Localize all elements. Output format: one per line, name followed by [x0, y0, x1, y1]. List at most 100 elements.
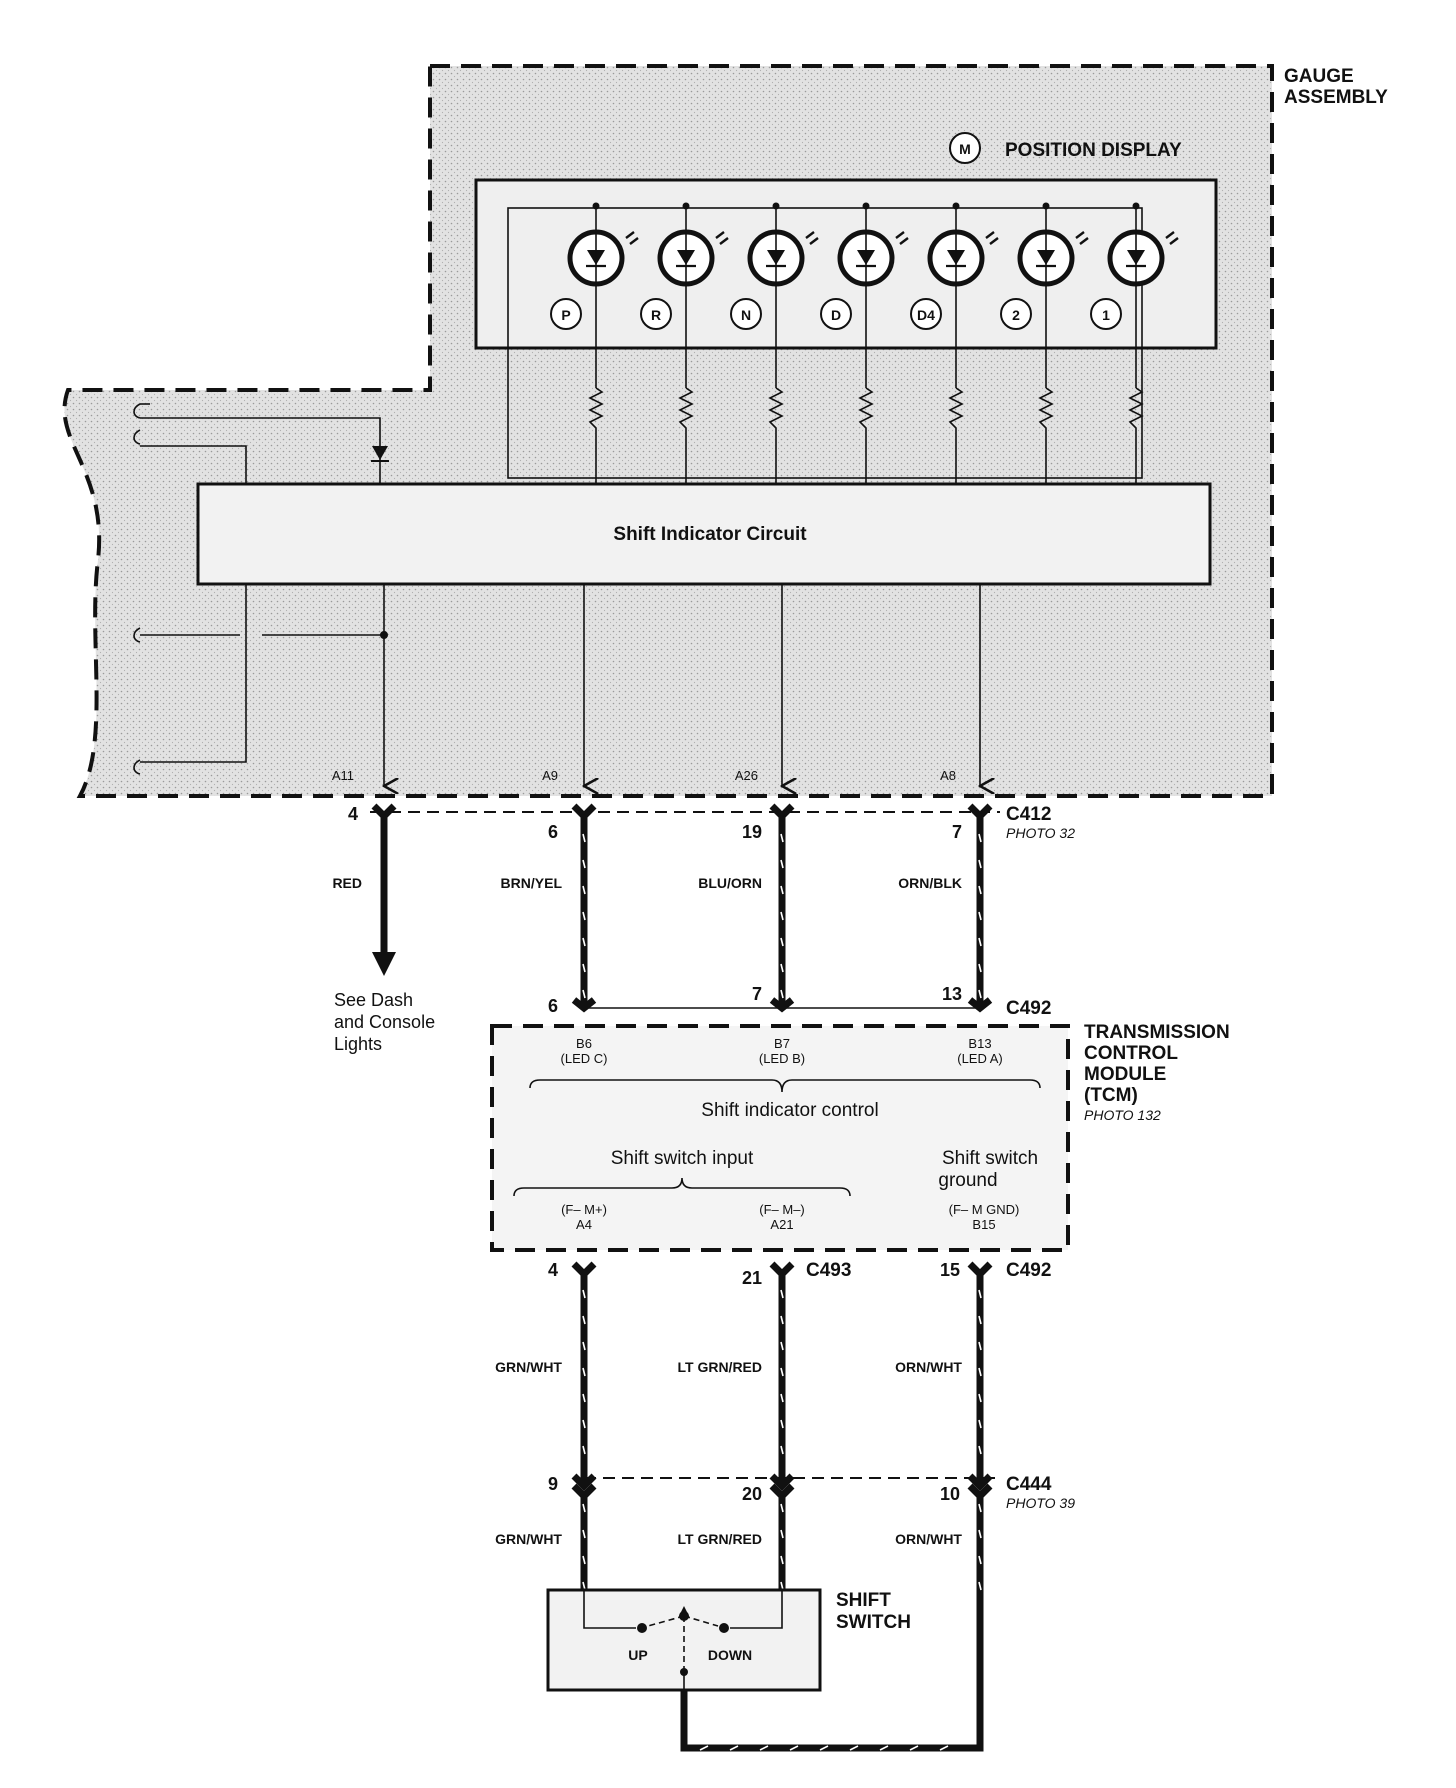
c412-pin-19: 19 — [742, 822, 762, 842]
tcm-photo: PHOTO 132 — [1084, 1107, 1161, 1123]
tcm-pin-a21: A21 — [770, 1217, 793, 1232]
led-label-1 — [1090, 298, 1122, 330]
wire-label-grn-wht-lower: GRN/WHT — [495, 1531, 562, 1547]
wire-stripe-marks-lower — [582, 1503, 982, 1751]
svg-text:M: M — [959, 141, 971, 157]
led-label-d4 — [910, 298, 942, 330]
wire-stripe-marks — [582, 833, 982, 999]
led-group: P R N D D4 2 1 — [550, 202, 1179, 484]
indicator-brace — [529, 1079, 1041, 1093]
red-wire-arrow — [372, 952, 396, 976]
c493-pin-4: 4 — [548, 1260, 558, 1280]
c444-label: C444 — [1006, 1474, 1052, 1495]
c493-label: C493 — [806, 1260, 851, 1281]
svg-text:R: R — [651, 307, 661, 323]
gauge-title-line1: GAUGE — [1284, 66, 1354, 87]
see-dash-line2: and Console — [334, 1012, 435, 1032]
resistor-icon — [678, 387, 694, 484]
tcm-pin-b13-note: (LED A) — [957, 1051, 1003, 1066]
wire-label-orn-wht-lower: ORN/WHT — [895, 1531, 962, 1547]
switch-input-brace — [513, 1177, 851, 1197]
gauge-pin-a26: A26 — [735, 768, 758, 783]
tcm-box — [490, 1024, 1070, 1252]
diode-icon — [371, 446, 389, 462]
tcm-pin-b6-note: (LED C) — [561, 1051, 608, 1066]
position-display-title: POSITION DISPLAY — [1005, 140, 1182, 161]
wire-label-red: RED — [332, 875, 362, 891]
c412-pin-7: 7 — [952, 822, 962, 842]
position-display-inner-frame — [507, 207, 1143, 479]
tcm-pin-b15: B15 — [972, 1217, 995, 1232]
c444-pin-9: 9 — [548, 1474, 558, 1494]
wire-orn-wht-lower — [680, 1496, 984, 1752]
tcm-title-line1: TRANSMISSION — [1084, 1022, 1230, 1043]
resistor-icon — [1038, 387, 1054, 484]
shift-switch-down-label: DOWN — [708, 1647, 752, 1663]
tcm-pin-a4: A4 — [576, 1217, 592, 1232]
led-label-r — [640, 298, 672, 330]
wire-label-orn-wht-upper: ORN/WHT — [895, 1359, 962, 1375]
resistor-icon — [768, 387, 784, 484]
svg-text:D4: D4 — [917, 307, 935, 323]
wire-label-orn-blk: ORN/BLK — [898, 875, 962, 891]
c492-top-pin-13: 13 — [942, 984, 962, 1004]
tcm-pin-b15-note: (F– M GND) — [949, 1202, 1020, 1217]
c412-label: C412 — [1006, 804, 1051, 825]
svg-text:P: P — [561, 307, 570, 323]
gauge-pin-a11: A11 — [332, 768, 354, 783]
c412-pin-4: 4 — [348, 804, 358, 824]
resistor-icon — [1128, 387, 1144, 484]
wire-label-lt-grn-red-upper: LT GRN/RED — [677, 1359, 762, 1375]
shift-switch-up-label: UP — [628, 1647, 647, 1663]
gauge-title-line2: ASSEMBLY — [1284, 87, 1388, 108]
svg-text:2: 2 — [1012, 307, 1020, 323]
led-label-2 — [1000, 298, 1032, 330]
tcm-pin-b6: B6 — [576, 1036, 592, 1051]
c412-pin-6: 6 — [548, 822, 558, 842]
svg-text:D: D — [831, 307, 841, 323]
shift-switch-contacts — [583, 1590, 783, 1690]
led-label-p — [550, 298, 582, 330]
c444-pin-20: 20 — [742, 1484, 762, 1504]
c492-top-label: C492 — [1006, 998, 1051, 1019]
tcm-pin-a4-note: (F– M+) — [561, 1202, 607, 1217]
tcm-title-line2: CONTROL — [1084, 1043, 1178, 1064]
see-dash-line1: See Dash — [334, 990, 413, 1010]
shift-switch-title-line2: SWITCH — [836, 1612, 911, 1633]
c492-top-pin-6: 6 — [548, 996, 558, 1016]
shift-switch-ground-label-line1: Shift switch — [942, 1148, 1038, 1169]
wire-label-grn-wht-upper: GRN/WHT — [495, 1359, 562, 1375]
resistor-icon — [858, 387, 874, 484]
shift-indicator-circuit-box — [196, 482, 1212, 586]
wire-label-brn-yel: BRN/YEL — [501, 875, 563, 891]
shift-switch-title-line1: SHIFT — [836, 1590, 891, 1611]
see-dash-line3: Lights — [334, 1034, 382, 1054]
c492-bottom-pin-15: 15 — [940, 1260, 960, 1280]
connector-c492-bottom — [967, 1261, 993, 1279]
c493-pin-21: 21 — [742, 1268, 762, 1288]
c444-photo: PHOTO 39 — [1006, 1495, 1075, 1511]
led-label-n — [730, 298, 762, 330]
resistor-icon — [588, 387, 604, 484]
tcm-pin-b7-note: (LED B) — [759, 1051, 805, 1066]
gauge-pin-a9: A9 — [542, 768, 558, 783]
shift-indicator-control-label: Shift indicator control — [701, 1100, 878, 1121]
tcm-pin-a21-note: (F– M–) — [759, 1202, 805, 1217]
svg-text:1: 1 — [1102, 307, 1110, 323]
shift-switch-input-label: Shift switch input — [611, 1148, 754, 1169]
connector-c492-top — [571, 997, 993, 1013]
wire-stripe-marks-middle — [582, 1289, 982, 1455]
c492-bottom-label: C492 — [1006, 1260, 1051, 1281]
tcm-title-line4: (TCM) — [1084, 1085, 1138, 1106]
c444-pin-10: 10 — [940, 1484, 960, 1504]
c492-top-pin-7: 7 — [752, 984, 762, 1004]
led-label-d — [820, 298, 852, 330]
motor-symbol: M — [949, 132, 981, 164]
shift-indicator-circuit-label: Shift Indicator Circuit — [613, 524, 807, 545]
c412-photo: PHOTO 32 — [1006, 825, 1075, 841]
tcm-title-line3: MODULE — [1084, 1064, 1166, 1085]
shift-switch-ground-label-line2: ground — [938, 1170, 997, 1191]
wire-label-blu-orn: BLU/ORN — [698, 875, 762, 891]
svg-text:N: N — [741, 307, 751, 323]
